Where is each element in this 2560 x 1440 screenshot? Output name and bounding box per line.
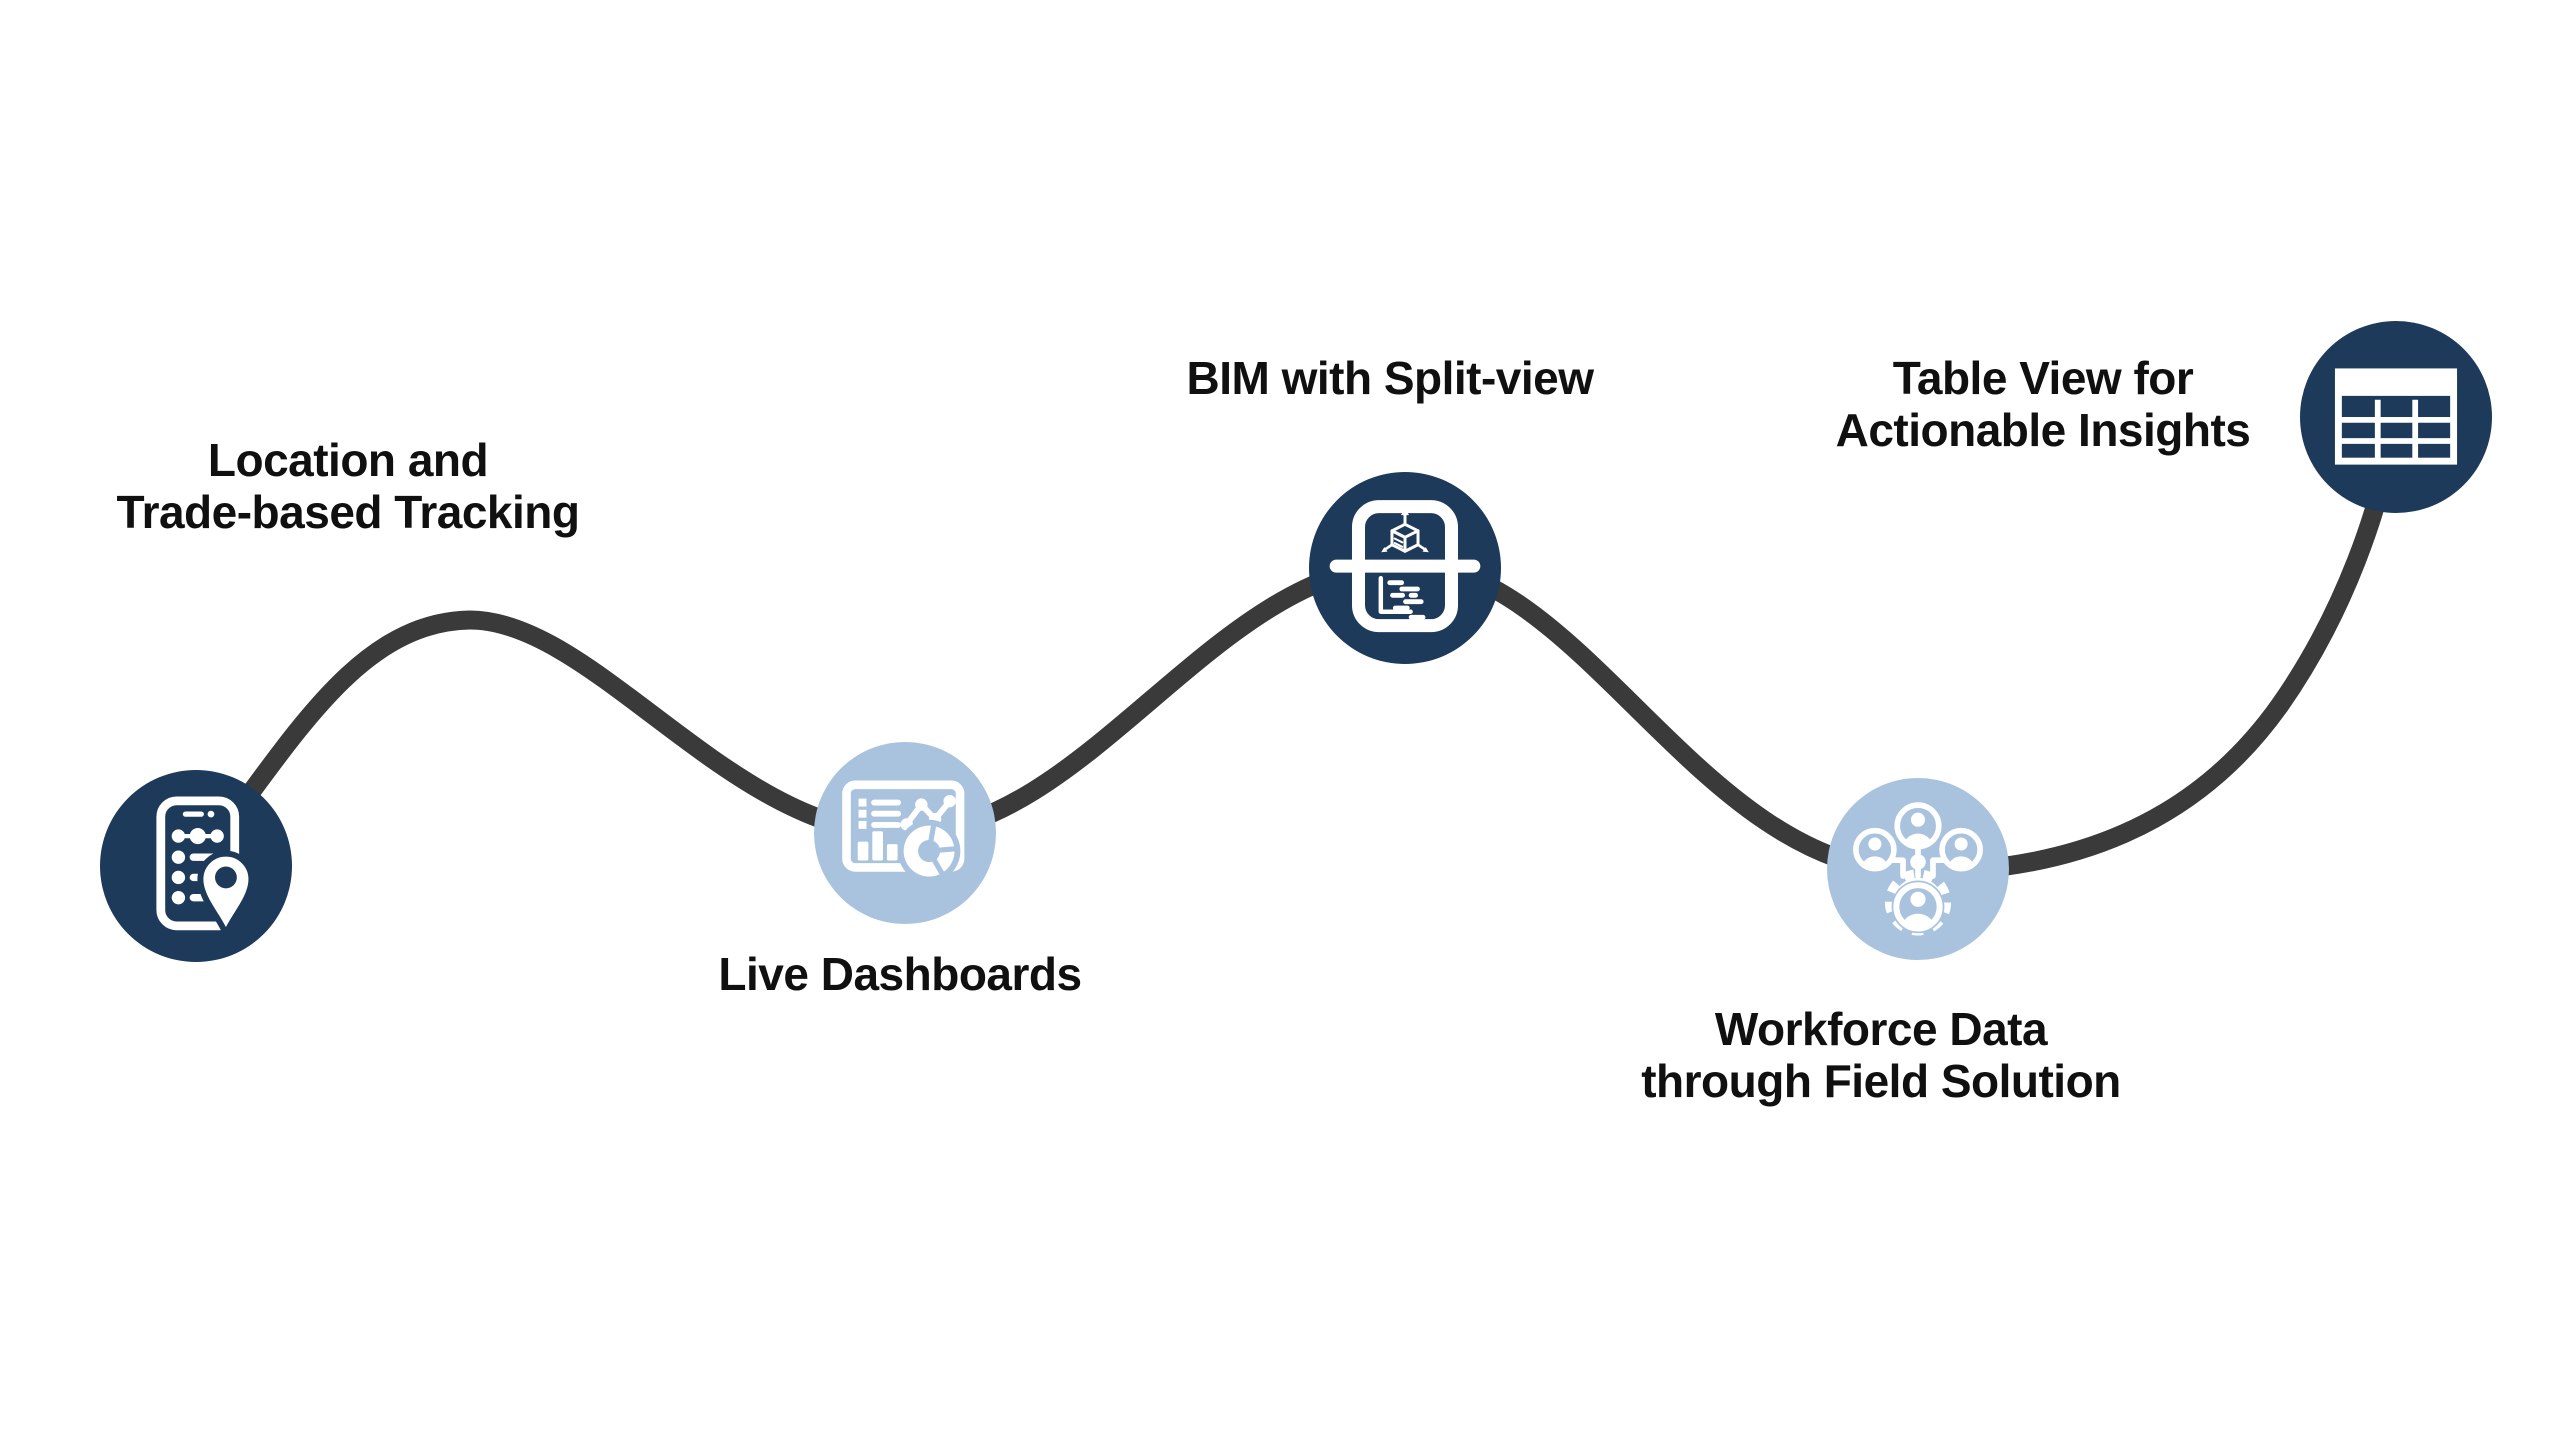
milestone-node-bim-split-view — [1309, 472, 1501, 664]
phone-checklist-location-icon — [156, 796, 255, 938]
table-grid-icon — [2334, 368, 2458, 465]
milestone-label-bim-split-view: BIM with Split-view — [1186, 352, 1594, 405]
milestone-label-live-dashboards: Live Dashboards — [718, 948, 1082, 1001]
milestone-circle — [814, 742, 996, 924]
milestone-node-live-dashboards — [814, 742, 996, 924]
milestone-circle — [100, 770, 292, 962]
milestone-label-table-view: Table View for Actionable Insights — [1835, 352, 2251, 456]
milestone-node-table-view — [2300, 321, 2492, 513]
bim-split-view-icon — [1329, 500, 1481, 633]
milestone-label-location-tracking: Location and Trade-based Tracking — [116, 434, 580, 538]
dashboard-charts-icon — [842, 780, 965, 883]
milestone-circle — [2300, 321, 2492, 513]
milestone-circle — [1827, 778, 2009, 960]
milestone-node-location-tracking — [100, 770, 292, 962]
milestone-circle — [1309, 472, 1501, 664]
workforce-gear-icon — [1853, 802, 1983, 936]
milestone-label-workforce-data: Workforce Data through Field Solution — [1641, 1003, 2121, 1107]
milestone-node-workforce-data — [1827, 778, 2009, 960]
